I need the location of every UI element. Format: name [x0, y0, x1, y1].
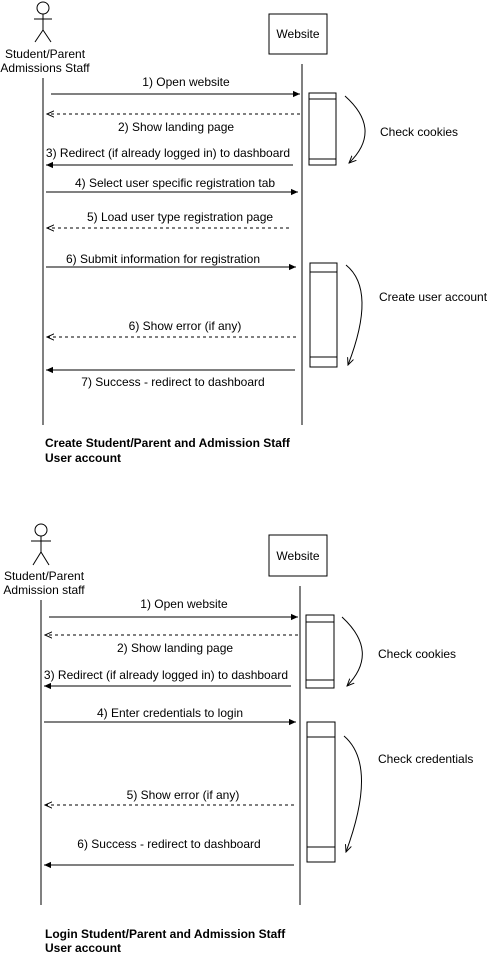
- website-box: [268, 534, 328, 577]
- message-label: 5) Show error (if any): [127, 788, 240, 802]
- actor-label-line1: Student/Parent: [5, 47, 86, 61]
- note-curve-arrow: [345, 264, 363, 365]
- message-label: 2) Show landing page: [117, 641, 233, 655]
- website-box: [268, 13, 328, 55]
- message-label: 6) Success - redirect to dashboard: [77, 837, 260, 851]
- message-label: 1) Open website: [142, 75, 230, 89]
- diagram-caption-line1: Login Student/Parent and Admission Staff: [45, 927, 286, 941]
- website-label: Website: [276, 27, 319, 41]
- activation-box: [306, 721, 336, 863]
- actor-icon: [34, 1, 52, 43]
- note-curve-arrow: [343, 735, 362, 852]
- actor-label-line2: Admissions Staff: [0, 61, 90, 75]
- message-label: 4) Select user specific registration tab: [75, 176, 275, 190]
- message-label: 2) Show landing page: [118, 120, 234, 134]
- diagram-caption-line2: User account: [45, 941, 121, 955]
- message-label: 6) Submit information for registration: [66, 252, 260, 266]
- activation-box: [305, 614, 335, 689]
- message-label: 3) Redirect (if already logged in) to da…: [46, 146, 290, 160]
- activation-box: [308, 92, 337, 166]
- message-label: 3) Redirect (if already logged in) to da…: [44, 668, 288, 682]
- message-label: 7) Success - redirect to dashboard: [81, 375, 264, 389]
- diagram-login: Student/Parent Admission staff Website 1…: [3, 523, 473, 955]
- actor-label-line2: Admission staff: [3, 583, 85, 597]
- activation-box: [309, 262, 338, 368]
- note-label: Check credentials: [378, 752, 473, 766]
- actor-icon: [31, 523, 51, 566]
- note-label: Check cookies: [378, 647, 456, 661]
- message-label: 1) Open website: [140, 597, 228, 611]
- message-label: 5) Load user type registration page: [87, 210, 273, 224]
- diagram-caption-line2: User account: [45, 451, 121, 465]
- note-label: Check cookies: [380, 125, 458, 139]
- actor-label-line1: Student/Parent: [4, 569, 85, 583]
- diagram-caption-line1: Create Student/Parent and Admission Staf…: [45, 436, 291, 450]
- message-label: 4) Enter credentials to login: [97, 706, 243, 720]
- note-curve-arrow: [344, 95, 366, 163]
- diagram-create-account: Student/Parent Admissions Staff Website …: [0, 1, 488, 465]
- note-curve-arrow: [341, 616, 363, 686]
- message-label: 6) Show error (if any): [129, 319, 242, 333]
- website-label: Website: [276, 549, 319, 563]
- note-label: Create user account: [379, 290, 488, 304]
